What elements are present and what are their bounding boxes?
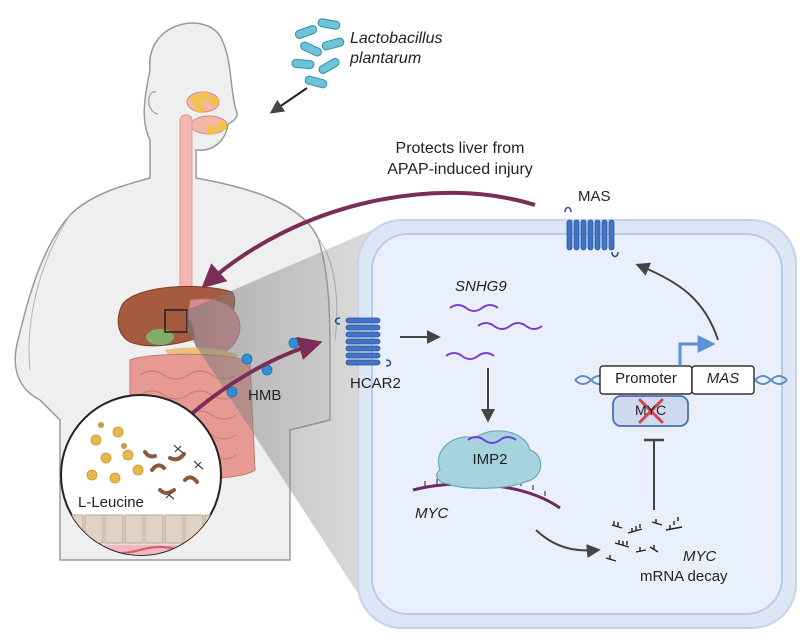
- mas-expression-arrow: [635, 262, 719, 341]
- hmb-label: HMB: [248, 387, 282, 404]
- hcar2-receptor: [334, 317, 392, 367]
- cell-inner: [371, 233, 783, 615]
- snhg9-label: SNHG9: [455, 278, 507, 295]
- snhg9-bound: [467, 436, 517, 444]
- bacterium-name-line1: Lactobacillus: [350, 30, 443, 47]
- mas-gene-label: MAS: [706, 370, 740, 387]
- bacterium-name-line2: plantarum: [350, 50, 422, 67]
- bacteria-icon: [291, 18, 345, 89]
- transcription-start-arrow: [678, 335, 716, 366]
- mas-receptor: [564, 206, 619, 258]
- leucine-label: L-Leucine: [78, 494, 144, 511]
- protects-label-line1: Protects liver from: [395, 140, 525, 157]
- mouth-glands: [186, 91, 228, 135]
- myc-factor-label: MYC: [634, 402, 667, 418]
- decay-arrow: [535, 529, 601, 558]
- imp2-label: IMP2: [472, 451, 508, 468]
- imp2-protein: [436, 430, 542, 489]
- esophagus: [179, 114, 193, 296]
- mas-gene-box: [691, 365, 755, 395]
- gallbladder: [146, 329, 174, 345]
- hcar2-label: HCAR2: [350, 375, 401, 392]
- myc-blocked-cross: [638, 398, 664, 424]
- myc-mrna-label: MYC: [415, 505, 449, 522]
- zoom-projection: [187, 230, 372, 615]
- snhg9-rna: [445, 304, 543, 360]
- protects-label-line2: APAP-induced injury: [387, 161, 533, 178]
- decay-label-line2: mRNA decay: [640, 568, 728, 585]
- liver-protection-arrow: [201, 190, 536, 289]
- mrna-fragments: [605, 517, 683, 562]
- decay-label-line1: MYC: [683, 548, 717, 565]
- promoter-label: Promoter: [615, 370, 677, 387]
- mas-receptor-label: MAS: [578, 188, 611, 205]
- ingestion-arrow: [269, 87, 308, 114]
